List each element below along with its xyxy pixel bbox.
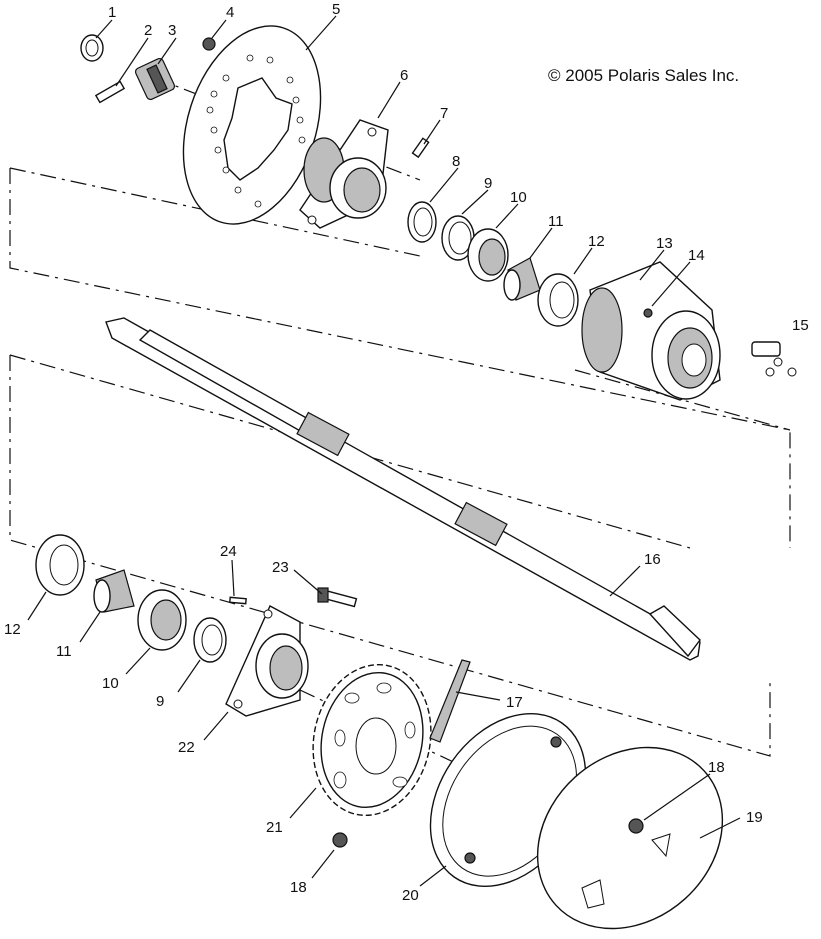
callout-9: 9 <box>484 175 492 192</box>
callout-labels: 1 2 3 4 5 6 7 8 9 10 11 12 13 14 15 16 1… <box>4 1 809 904</box>
callout-16: 16 <box>644 551 661 568</box>
seal-part-10 <box>467 228 509 282</box>
bearing-carrier-part-22 <box>225 605 309 717</box>
callout-21: 21 <box>266 819 283 836</box>
callout-15: 15 <box>792 317 809 334</box>
seal-part-10-lower <box>137 589 187 651</box>
leader-lines <box>27 15 741 887</box>
callout-13: 13 <box>656 235 673 252</box>
callout-12: 12 <box>588 233 605 250</box>
brake-disc-part-5 <box>182 25 322 225</box>
snap-ring-part-1 <box>80 34 104 62</box>
callout-6: 6 <box>400 67 408 84</box>
callout-22: 22 <box>178 739 195 756</box>
seal-part-9 <box>441 215 475 261</box>
callout-23: 23 <box>272 559 289 576</box>
sprocket-part-21 <box>312 663 432 817</box>
chain-part-17 <box>429 659 471 743</box>
bearing-cone-part-11 <box>503 257 541 301</box>
nut-part-18-lower <box>332 832 348 848</box>
callout-11-lower: 11 <box>56 643 72 660</box>
pin-part-24 <box>229 596 247 605</box>
nut-part-18-upper <box>628 818 644 834</box>
callout-8: 8 <box>452 153 460 170</box>
bearing-cup-part-12 <box>537 273 579 327</box>
callout-3: 3 <box>168 22 176 39</box>
nut-part-4 <box>202 37 216 51</box>
callout-18-upper: 18 <box>708 759 725 776</box>
callout-17: 17 <box>506 694 523 711</box>
callout-12-lower: 12 <box>4 621 21 638</box>
callout-9-lower: 9 <box>156 693 164 710</box>
disc-part-19 <box>536 746 724 930</box>
copyright-notice: © 2005 Polaris Sales Inc. <box>548 66 740 85</box>
callout-19: 19 <box>746 809 763 826</box>
axle-part-16 <box>105 317 701 661</box>
bearing-cup-part-12-lower <box>35 534 85 596</box>
bearing-cone-part-11-lower <box>93 569 135 613</box>
seal-part-9-lower <box>193 617 227 663</box>
callout-1: 1 <box>108 4 116 21</box>
callout-5: 5 <box>332 1 340 18</box>
callout-4: 4 <box>226 4 234 21</box>
castle-nut-part-3 <box>134 57 176 101</box>
callout-20: 20 <box>402 887 419 904</box>
bearing-carrier-part-6 <box>299 119 389 229</box>
hardware-part-15 <box>751 341 797 377</box>
grease-fitting-part-14 <box>643 308 653 318</box>
callout-11: 11 <box>548 213 564 230</box>
retaining-ring-part-8 <box>407 201 437 243</box>
axle-housing-part-13 <box>581 261 721 401</box>
callout-18-lower: 18 <box>290 879 307 896</box>
callout-10: 10 <box>510 189 527 206</box>
callout-7: 7 <box>440 105 448 122</box>
callout-10-lower: 10 <box>102 675 119 692</box>
bolt-part-2 <box>94 80 126 104</box>
callout-2: 2 <box>144 22 152 39</box>
bolt-part-23 <box>317 587 358 608</box>
callout-24: 24 <box>220 543 237 560</box>
callout-14: 14 <box>688 247 705 264</box>
